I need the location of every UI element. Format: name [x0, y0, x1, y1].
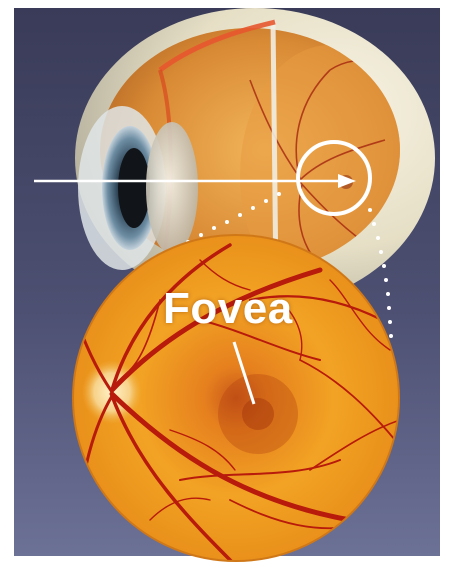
pupil	[118, 148, 150, 228]
fovea-label: Fovea	[163, 287, 293, 331]
lens	[146, 122, 198, 254]
